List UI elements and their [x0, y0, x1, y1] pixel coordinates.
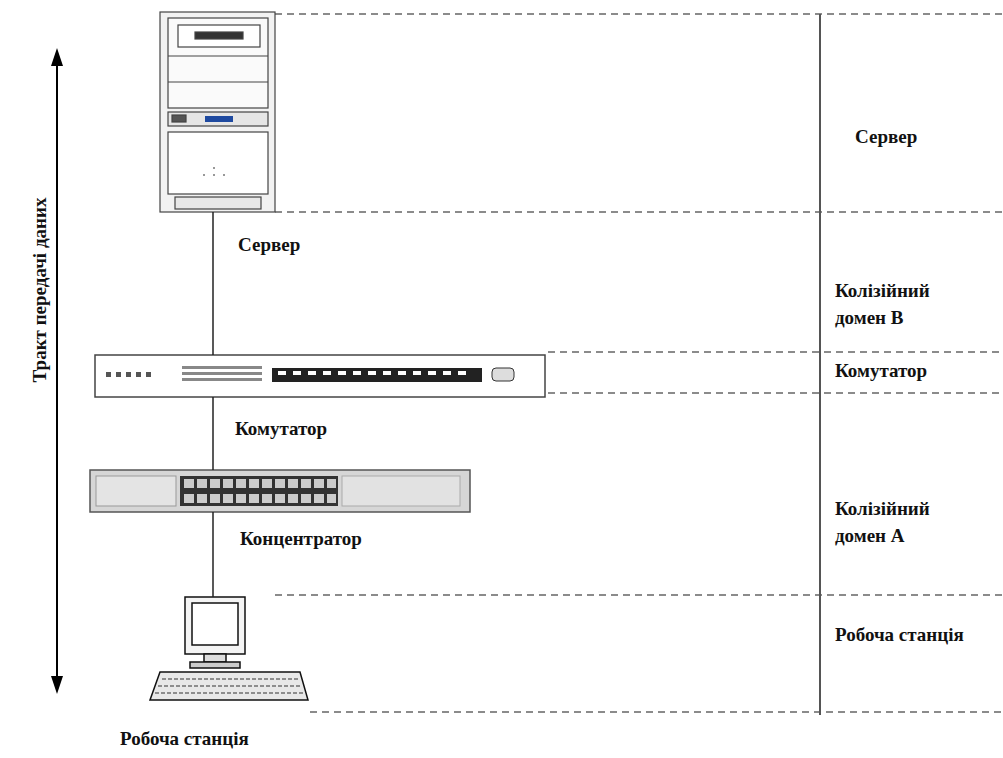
band-label: Колізійний домен В	[835, 278, 975, 331]
switch-icon	[95, 355, 545, 397]
network-cable	[212, 397, 214, 470]
device-caption: Концентратор	[240, 526, 362, 553]
column-divider	[819, 14, 821, 715]
workstation-icon	[150, 597, 308, 700]
device-caption: Комутатор	[235, 416, 327, 443]
axis-label: Тракт передачі даних	[27, 198, 54, 383]
band-label: Колізійний домен А	[835, 496, 975, 549]
network-cable	[212, 512, 214, 597]
server-node: Сервер	[160, 12, 275, 212]
band-label: Комутатор	[835, 358, 995, 385]
band-label: Сервер	[855, 124, 995, 151]
device-caption: Робоча станція	[120, 726, 249, 753]
hub-node: Концентратор	[90, 470, 470, 512]
hub-icon	[90, 470, 470, 512]
band-label: Робоча станція	[835, 622, 975, 649]
device-caption: Сервер	[238, 232, 300, 259]
path-arrow	[51, 48, 63, 694]
server-icon	[160, 12, 275, 212]
workstation-node: Робоча станція	[150, 597, 308, 700]
network-cable	[212, 212, 214, 355]
switch-node: Комутатор	[95, 355, 545, 397]
